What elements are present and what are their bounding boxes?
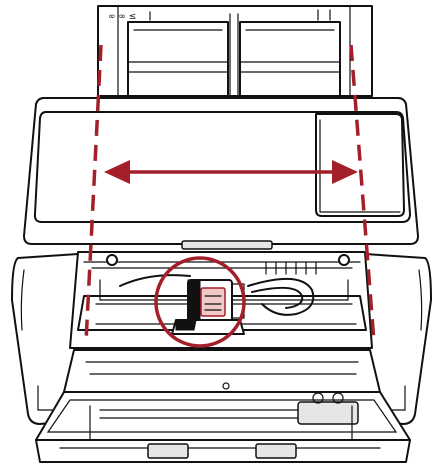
pick-roller-assembly (119, 274, 315, 335)
top-cover (23, 97, 419, 250)
tray-marks-label: ∞ ∞ ≤ (108, 12, 136, 22)
highlighted-roller (200, 287, 226, 317)
paper-chute: ∞ ∞ ≤ (97, 5, 373, 97)
scanner-body (11, 251, 432, 425)
width-arrow-icon (104, 160, 358, 184)
highlight-circle-icon (154, 256, 246, 348)
output-tray (35, 349, 411, 463)
